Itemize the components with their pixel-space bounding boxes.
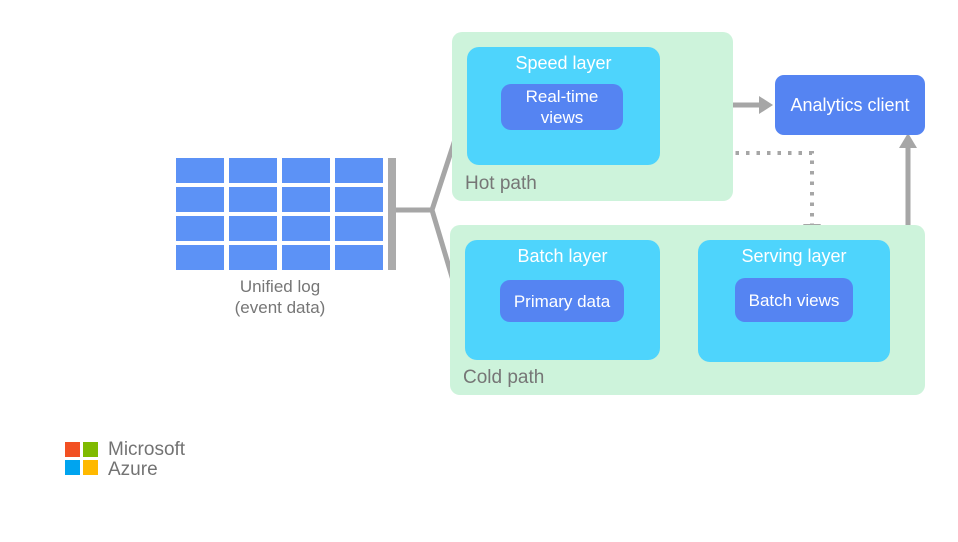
log-cell <box>176 216 224 241</box>
unified-log-grid <box>176 158 383 270</box>
real-time-views-label: Real-time views <box>525 87 599 127</box>
real-time-views-box: Real-time views <box>501 84 623 130</box>
speed-layer-title: Speed layer <box>515 53 612 73</box>
analytics-client-label: Analytics client <box>790 94 910 115</box>
cold-path-container: Batch layer Primary data Serving layer B… <box>450 225 925 395</box>
logo-square-red <box>65 442 80 457</box>
unified-log-divider <box>388 158 396 270</box>
logo-square-yellow <box>83 460 98 475</box>
unified-log-label-line1: Unified log <box>239 277 321 296</box>
batch-layer-title: Batch layer <box>517 246 608 266</box>
microsoft-logo-icon <box>65 442 98 480</box>
log-cell <box>176 245 224 270</box>
log-cell <box>282 187 330 212</box>
unified-log-label-line2: (event data) <box>234 298 326 317</box>
log-cell <box>335 187 383 212</box>
log-cell <box>229 245 277 270</box>
batch-layer-box: Batch layer Primary data <box>465 240 660 360</box>
logo-square-blue <box>65 460 80 475</box>
log-cell <box>229 158 277 183</box>
batch-views-box: Batch views <box>735 278 853 322</box>
arrowhead-serving-to-analytics <box>899 133 917 148</box>
analytics-client-box: Analytics client <box>775 75 925 135</box>
primary-data-box: Primary data <box>500 280 624 322</box>
speed-layer-box: Speed layer Real-time views <box>467 47 660 165</box>
log-cell <box>229 216 277 241</box>
azure-logo-text: Microsoft Azure <box>108 440 185 480</box>
log-cell <box>335 245 383 270</box>
hot-path-label: Hot path <box>465 173 537 194</box>
arrowhead-speed-to-analytics <box>759 96 773 114</box>
log-cell <box>335 216 383 241</box>
logo-text-line2: Azure <box>108 459 158 480</box>
log-cell <box>176 158 224 183</box>
log-cell <box>282 158 330 183</box>
unified-log-label: Unified log (event data) <box>160 276 400 318</box>
serving-layer-title: Serving layer <box>741 246 847 266</box>
azure-logo: Microsoft Azure <box>65 440 185 480</box>
logo-text-line1: Microsoft <box>108 439 186 460</box>
logo-square-green <box>83 442 98 457</box>
log-cell <box>176 187 224 212</box>
log-cell <box>335 158 383 183</box>
primary-data-label: Primary data <box>513 291 611 311</box>
hot-path-container: Speed layer Real-time views Hot path <box>452 32 733 201</box>
log-cell <box>229 187 277 212</box>
cold-path-label: Cold path <box>463 367 545 388</box>
batch-views-label: Batch views <box>748 290 840 310</box>
serving-layer-box: Serving layer Batch views <box>698 240 890 362</box>
log-cell <box>282 245 330 270</box>
log-cell <box>282 216 330 241</box>
